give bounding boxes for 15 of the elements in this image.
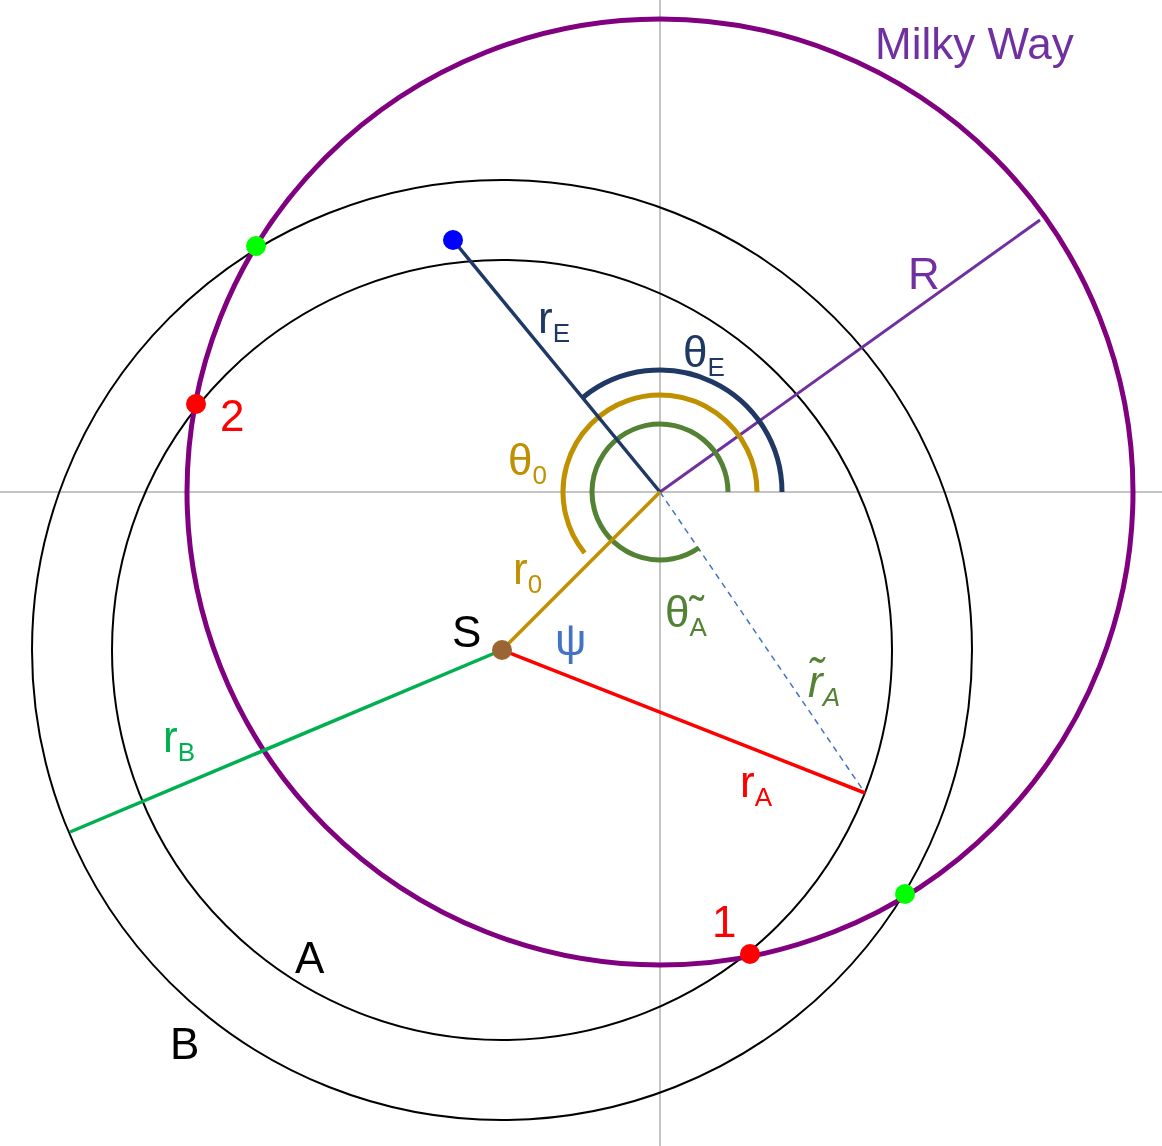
- math-label: R: [908, 252, 940, 296]
- math-label: 1: [712, 900, 737, 944]
- math-label: θ̃$_{A}$: [665, 590, 707, 641]
- math-label: 2: [220, 394, 245, 438]
- math-label: ψ: [555, 618, 587, 662]
- math-label: r$_{E}$: [538, 296, 570, 347]
- math-label: S: [452, 610, 482, 654]
- math-label: Milky Way: [875, 22, 1074, 66]
- math-label: r$_{B}$: [163, 715, 195, 766]
- math-label: A: [295, 936, 325, 980]
- math-label: θ$_{0}$: [508, 438, 547, 489]
- math-label: r$_{A}$: [740, 760, 772, 811]
- math-label: θ$_{E}$: [683, 330, 725, 381]
- math-label: B: [170, 1022, 200, 1066]
- math-label: r$_{0}$: [513, 547, 543, 598]
